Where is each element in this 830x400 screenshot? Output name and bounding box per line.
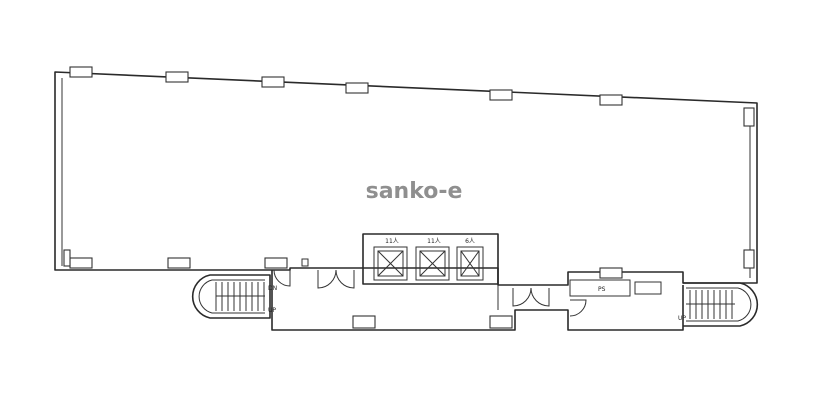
right-stair: UP: [678, 282, 759, 327]
elevator-2-label: 11人: [427, 238, 441, 245]
corridor-column-2: [489, 315, 513, 329]
elevator-1: 11人: [373, 238, 408, 281]
elevator-1-label: 11人: [385, 238, 399, 245]
left-stair-up-label: UP: [268, 307, 276, 314]
elevator-3-label: 6人: [465, 238, 475, 245]
left-stair: DN UP: [191, 274, 277, 319]
watermark: sanko-e: [366, 179, 463, 204]
elevator-2: 11人: [415, 238, 450, 281]
corridor-wall: [271, 270, 684, 331]
elevator-core: [362, 233, 499, 285]
corridor-column-1: [352, 315, 376, 329]
utility-area: PS: [569, 279, 662, 297]
fixture-1: [301, 258, 309, 267]
doors: [273, 269, 587, 317]
right-stair-up-label: UP: [678, 315, 686, 322]
left-stair-down-label: DN: [268, 285, 277, 292]
ps-label: PS: [598, 286, 606, 293]
elevator-3: 6人: [456, 238, 484, 281]
columns: [63, 66, 755, 279]
